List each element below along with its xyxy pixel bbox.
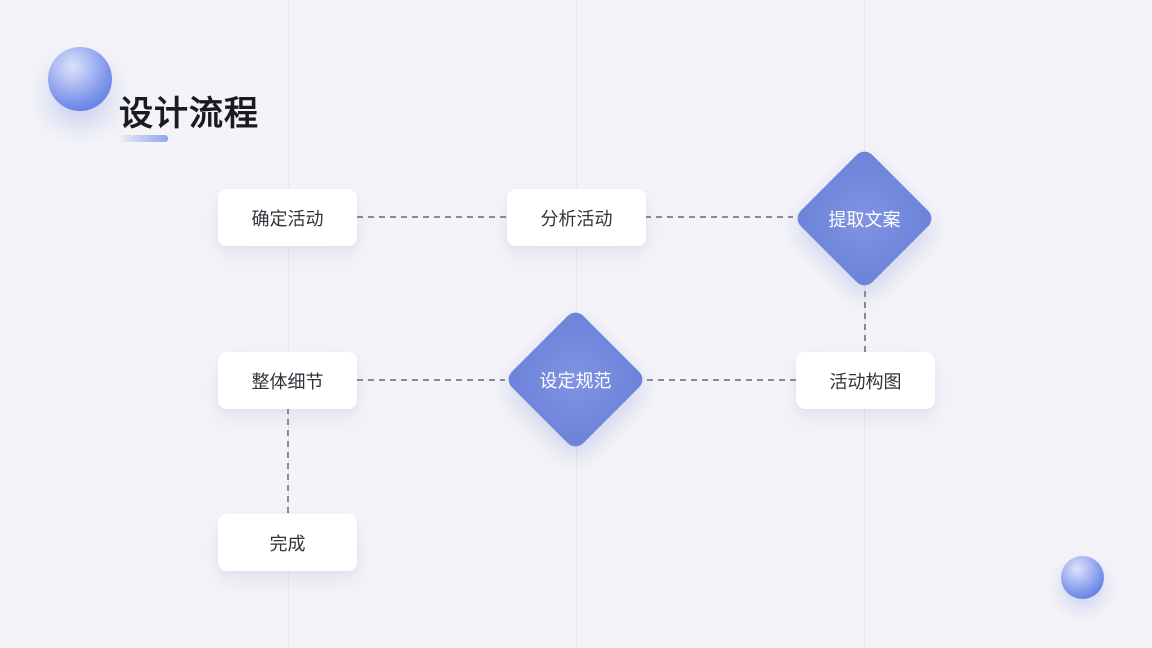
flow-node-label: 分析活动	[540, 208, 613, 229]
decorative-sphere-large	[48, 47, 112, 111]
flow-node-label: 活动构图	[829, 371, 902, 392]
flow-node-label: 完成	[269, 533, 306, 554]
flow-node-overall-details: 整体细节	[218, 352, 357, 409]
flow-node-complete: 完成	[218, 514, 357, 571]
connector-details-to-specs	[357, 379, 505, 381]
flow-node-analyze-activity: 分析活动	[507, 189, 646, 246]
connector-analyze-to-extract	[645, 216, 793, 218]
diamond-shape: 设定规范	[504, 308, 647, 451]
flow-node-label: 确定活动	[251, 208, 324, 229]
flow-node-confirm-activity: 确定活动	[218, 189, 357, 246]
flow-node-label: 提取文案	[828, 209, 901, 230]
flow-node-label: 整体细节	[251, 371, 324, 392]
decorative-sphere-small	[1061, 556, 1104, 599]
title-underline-accent	[120, 135, 168, 142]
connector-confirm-to-analyze	[357, 216, 507, 218]
flow-node-label: 设定规范	[539, 370, 612, 391]
flow-node-activity-composition: 活动构图	[796, 352, 935, 409]
connector-extract-to-compose	[864, 291, 866, 352]
grid-line-vertical	[288, 0, 289, 648]
flow-node-extract-copy: 提取文案	[793, 147, 936, 290]
slide-title: 设计流程	[119, 95, 259, 133]
flow-node-set-specifications: 设定规范	[504, 308, 647, 451]
diamond-shape: 提取文案	[793, 147, 936, 290]
connector-specs-to-compose	[647, 379, 796, 381]
connector-details-to-done	[287, 408, 289, 514]
